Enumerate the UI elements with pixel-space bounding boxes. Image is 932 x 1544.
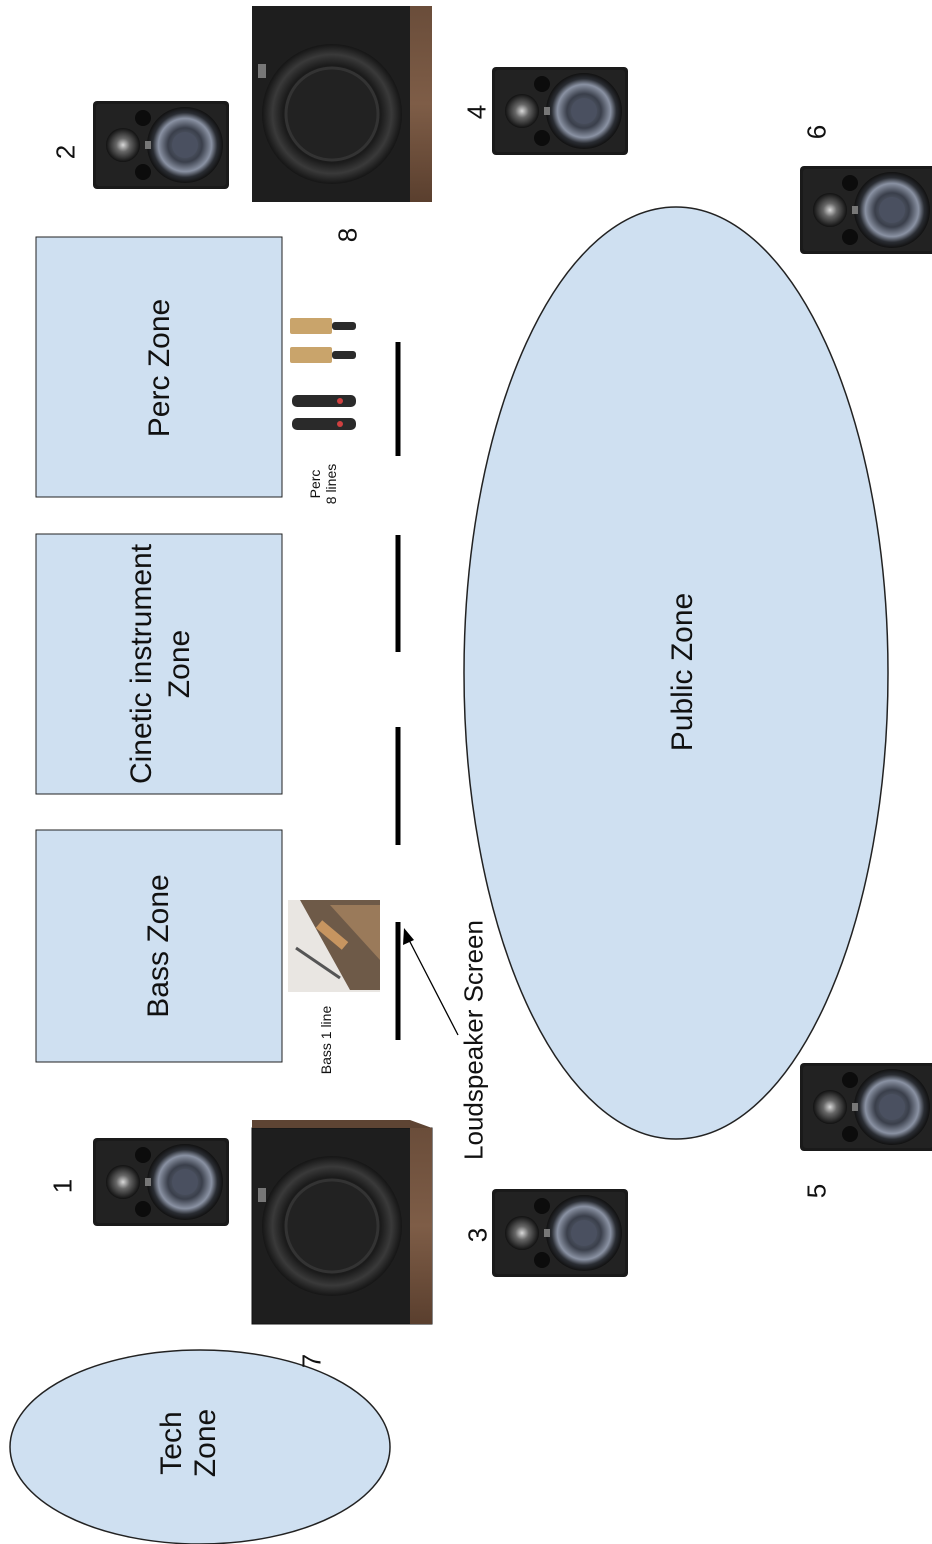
bass-pickup-photo bbox=[288, 900, 380, 992]
cinetic-zone-label-line2: Zone bbox=[163, 629, 196, 699]
speaker-1 bbox=[93, 1138, 229, 1226]
bass-zone-label: Bass Zone bbox=[142, 874, 175, 1018]
speaker-2 bbox=[93, 101, 229, 189]
loudspeaker-screen-arrow bbox=[403, 928, 459, 1036]
perc-microphones bbox=[290, 318, 356, 430]
perc-lines-label-line2: 8 lines bbox=[323, 463, 339, 505]
public-zone-label: Public Zone bbox=[666, 592, 699, 752]
bass-zone bbox=[35, 829, 283, 1063]
perc-lines-label-line1: Perc bbox=[307, 469, 323, 499]
tech-zone-label-line1: Tech bbox=[155, 1411, 188, 1475]
speaker-4 bbox=[492, 67, 628, 155]
speaker-5 bbox=[800, 1063, 932, 1151]
speaker-4-label: 4 bbox=[461, 104, 492, 120]
subwoofer-7 bbox=[251, 1120, 433, 1325]
speaker-5-label: 5 bbox=[801, 1183, 832, 1199]
speaker-3-label: 3 bbox=[462, 1227, 493, 1243]
tech-zone bbox=[9, 1349, 391, 1544]
cinetic-zone-label-line1: Cinetic instrument bbox=[125, 543, 158, 785]
speaker-6-label: 6 bbox=[801, 124, 832, 140]
tech-zone-label-line2: Zone bbox=[189, 1408, 222, 1478]
subwoofer-8 bbox=[252, 6, 432, 202]
loudspeaker-screen-label: Loudspeaker Screen bbox=[458, 920, 489, 1160]
speaker-2-label: 2 bbox=[50, 144, 81, 160]
speaker-1-label: 1 bbox=[47, 1178, 78, 1194]
speaker-3 bbox=[492, 1189, 628, 1277]
cinetic-instrument-zone bbox=[35, 533, 283, 795]
perc-zone bbox=[35, 236, 283, 498]
speaker-7-label: 7 bbox=[296, 1353, 327, 1369]
perc-zone-label: Perc Zone bbox=[143, 298, 176, 438]
bass-lines-label: Bass 1 line bbox=[318, 1005, 334, 1075]
speaker-8-label: 8 bbox=[332, 227, 363, 243]
public-zone bbox=[463, 206, 889, 1140]
speaker-6 bbox=[800, 166, 932, 254]
